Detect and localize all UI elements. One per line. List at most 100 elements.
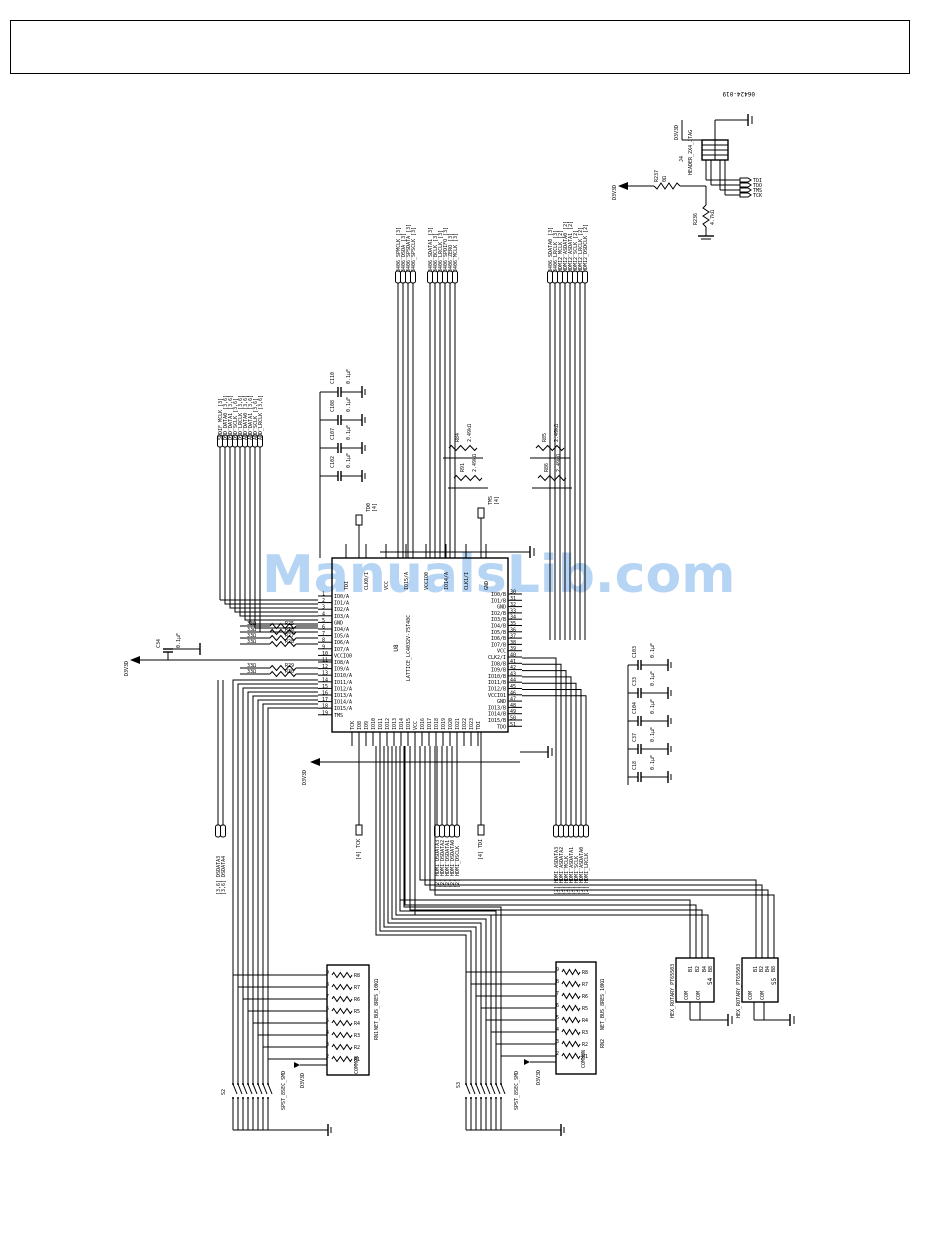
rn1-res-pin-num-6: 3: [326, 1042, 329, 1048]
decap-right-ref-0: C103: [632, 646, 638, 658]
figure-id: 06424-019: [722, 90, 755, 97]
ic-left-pin-num-16: 17: [322, 697, 328, 703]
ic-right-pin-6: IO5/B: [491, 630, 506, 636]
rn2-res-pin-num-7: 2: [556, 1051, 559, 1057]
ic-left-pin-num-15: 16: [322, 691, 328, 697]
ic-bottom-pin-11: IO17: [427, 718, 433, 730]
ic-bottom-pin-10: IO16: [420, 718, 426, 730]
rn1-res-pin-2: R6: [354, 997, 360, 1003]
s4-pin-b1: B1: [688, 966, 694, 972]
bus-top-left-label-7: AUD_SCLK [3,6]: [253, 398, 259, 440]
ic-left-pin-num-0: 1: [322, 592, 325, 598]
bus-bot-right-label-6: [2] HDMI_LRCLK: [584, 853, 590, 895]
ic-right-pin-2: GND: [497, 605, 506, 611]
bus-top-right-label-5: HDMI2_SCLK [2]: [573, 230, 579, 272]
decap-top-val-0: 0.1µF: [346, 369, 352, 384]
jtag-power-label: D3V3D: [612, 185, 618, 200]
rn2-res-pin-1: R7: [582, 982, 588, 988]
bus-top-left-label-5: AUD_DATA0 [3,6]: [243, 395, 249, 440]
rn1-res-res-4: [331, 1019, 353, 1027]
rn1-res-res-2: [331, 995, 353, 1003]
ic-left-pins: IO0/A1IO1/A2IO2/A3IO3/A4GND5IO4/A6IO5/A7…: [318, 592, 352, 719]
bus-bot-mid-label-3: [2] HDMI_DSDATA0: [450, 840, 456, 888]
switch-s2-lever-7: [267, 1083, 273, 1095]
ic-right-pin-num-0: 30: [510, 590, 516, 596]
pullup-res-3: [537, 474, 567, 482]
jtag-signal-1: TDO: [753, 183, 762, 189]
bus-top-right-label-6: HDMI2_LRCLK [2]: [578, 227, 584, 272]
rn1-res-pin-5: R3: [354, 1033, 360, 1039]
pullup-ref-0: R84: [455, 433, 461, 442]
ic-right-pin-num-5: 35: [510, 621, 516, 627]
switch-s2-lever-4: [252, 1083, 258, 1095]
decap-top-ref-1: C108: [330, 400, 336, 412]
rn2-res-pin-5: R3: [582, 1030, 588, 1036]
series-res-3: [269, 640, 297, 648]
rn2-res-pin-2: R6: [582, 994, 588, 1000]
bus-top-mid-1: 8406_SPMCLK [3]8406_DSDA [3]8406_SPSDATA…: [395, 224, 417, 558]
ic-left-pin-10: IO8/A: [334, 660, 349, 666]
bus-top-left-label-3: DSD_SCLK [3,6]: [233, 398, 239, 440]
ic-right-pin-18: IO13/B: [488, 705, 506, 711]
bus-top-left-label-4: DSD_LRCLK [3,6]: [238, 395, 244, 440]
switch-s2-lever-0: [232, 1083, 238, 1095]
bus-top-left-label-1: DSD_DATA0 [3,6]: [223, 395, 229, 440]
s5-pin-com1: COM: [748, 991, 754, 1000]
pullup-ref-2: R85: [542, 433, 548, 442]
switch-s3-lever-1: [470, 1083, 476, 1095]
bus-bot-mid-label-1: [2] HDMI_DSDATA2: [440, 840, 446, 888]
bus-top-mid-2: 8406_SDATA1 [3]8406_BCLK [3]8406_LRCLK […: [427, 227, 459, 558]
ic-right-pin-11: IO8/B: [491, 661, 506, 667]
ic-left-pin-12: IO10/A: [334, 673, 352, 679]
tp2-net: [4]: [494, 496, 500, 505]
ic-bottom-pin-18: TDI: [476, 721, 482, 730]
ic-right-pin-num-14: 44: [510, 678, 516, 684]
decap-top-val-3: 0.1µF: [346, 453, 352, 468]
ic-right-pin-num-11: 41: [510, 659, 516, 665]
left-decoupling-cap: D3V3D C34 0.1µF: [124, 633, 332, 676]
s4-pin-com1: COM: [684, 991, 690, 1000]
c34-val: 0.1µF: [176, 633, 182, 648]
pullup-val-3: 2.49kΩ: [556, 454, 562, 472]
s5-pin-b8: B8: [771, 966, 777, 972]
bus-bot-mid-label-4: [2] HDMI_DSCLK: [455, 846, 461, 888]
decap-right-ref-3: C37: [632, 733, 638, 742]
ic-left-pin-num-6: 7: [322, 631, 325, 637]
rn1-res-pin-0: R8: [354, 973, 360, 979]
bus-top-mid1-label-2: 8406_SPSDATA [3]: [406, 224, 412, 272]
ic-left-pin-11: IO9/A: [334, 667, 349, 673]
series-val-2: 33Ω: [247, 633, 256, 639]
ic-right-pin-16: VCCIO1: [488, 693, 506, 699]
bus-top-right-label-3: HDMI2_ASDATA0 [2]: [563, 221, 569, 272]
ic-right-pin-num-9: 39: [510, 646, 516, 652]
ic-left-pin-6: IO5/A: [334, 634, 349, 640]
ic-top-pin-5: IO14/A: [444, 572, 450, 590]
rn2-res-pin-num-2: 7: [556, 991, 559, 997]
ic-left-pin-1: IO1/A: [334, 601, 349, 607]
rn2-res-res-0: [561, 968, 581, 976]
ic-bottom-pin-5: IO12: [385, 718, 391, 730]
rn1-res-pin-num-3: 6: [326, 1006, 329, 1012]
ic-right-pin-num-20: 50: [510, 716, 516, 722]
bus-top-left-label-6: AUD_DATA1 [3,6]: [248, 395, 254, 440]
s4-pin-com2: COM: [696, 991, 702, 1000]
tp1-ref: TD0: [366, 503, 372, 512]
ic-top-pin-3: IO15/A: [404, 572, 410, 590]
pullup-val-2: 2.49kΩ: [554, 424, 560, 442]
ic-right-pin-19: IO14/B: [488, 712, 506, 718]
ic-left-pin-num-8: 9: [322, 644, 325, 650]
r237-val: 0Ω: [662, 176, 668, 182]
decap-top-ref-0: C110: [330, 372, 336, 384]
ic-right-pin-14: IO11/B: [488, 680, 506, 686]
main-ic-u8: U8 LATTICE_LC4032V-75T48C IO0/A1IO1/A2IO…: [318, 544, 522, 746]
rn2-power: D3V3D: [536, 1070, 542, 1085]
bus-top-mid2-label-1: 8406_BCLK [3]: [433, 233, 439, 272]
rn2-res-res-2: [561, 992, 581, 1000]
decap-right-val-4: 0.1µF: [650, 755, 656, 770]
bus-top-mid1-label-0: 8406_SPMCLK [3]: [396, 227, 402, 272]
ic-bottom-pin-13: IO19: [441, 718, 447, 730]
ic-right-pin-num-3: 33: [510, 608, 516, 614]
ic-left-pin-13: IO11/A: [334, 680, 352, 686]
